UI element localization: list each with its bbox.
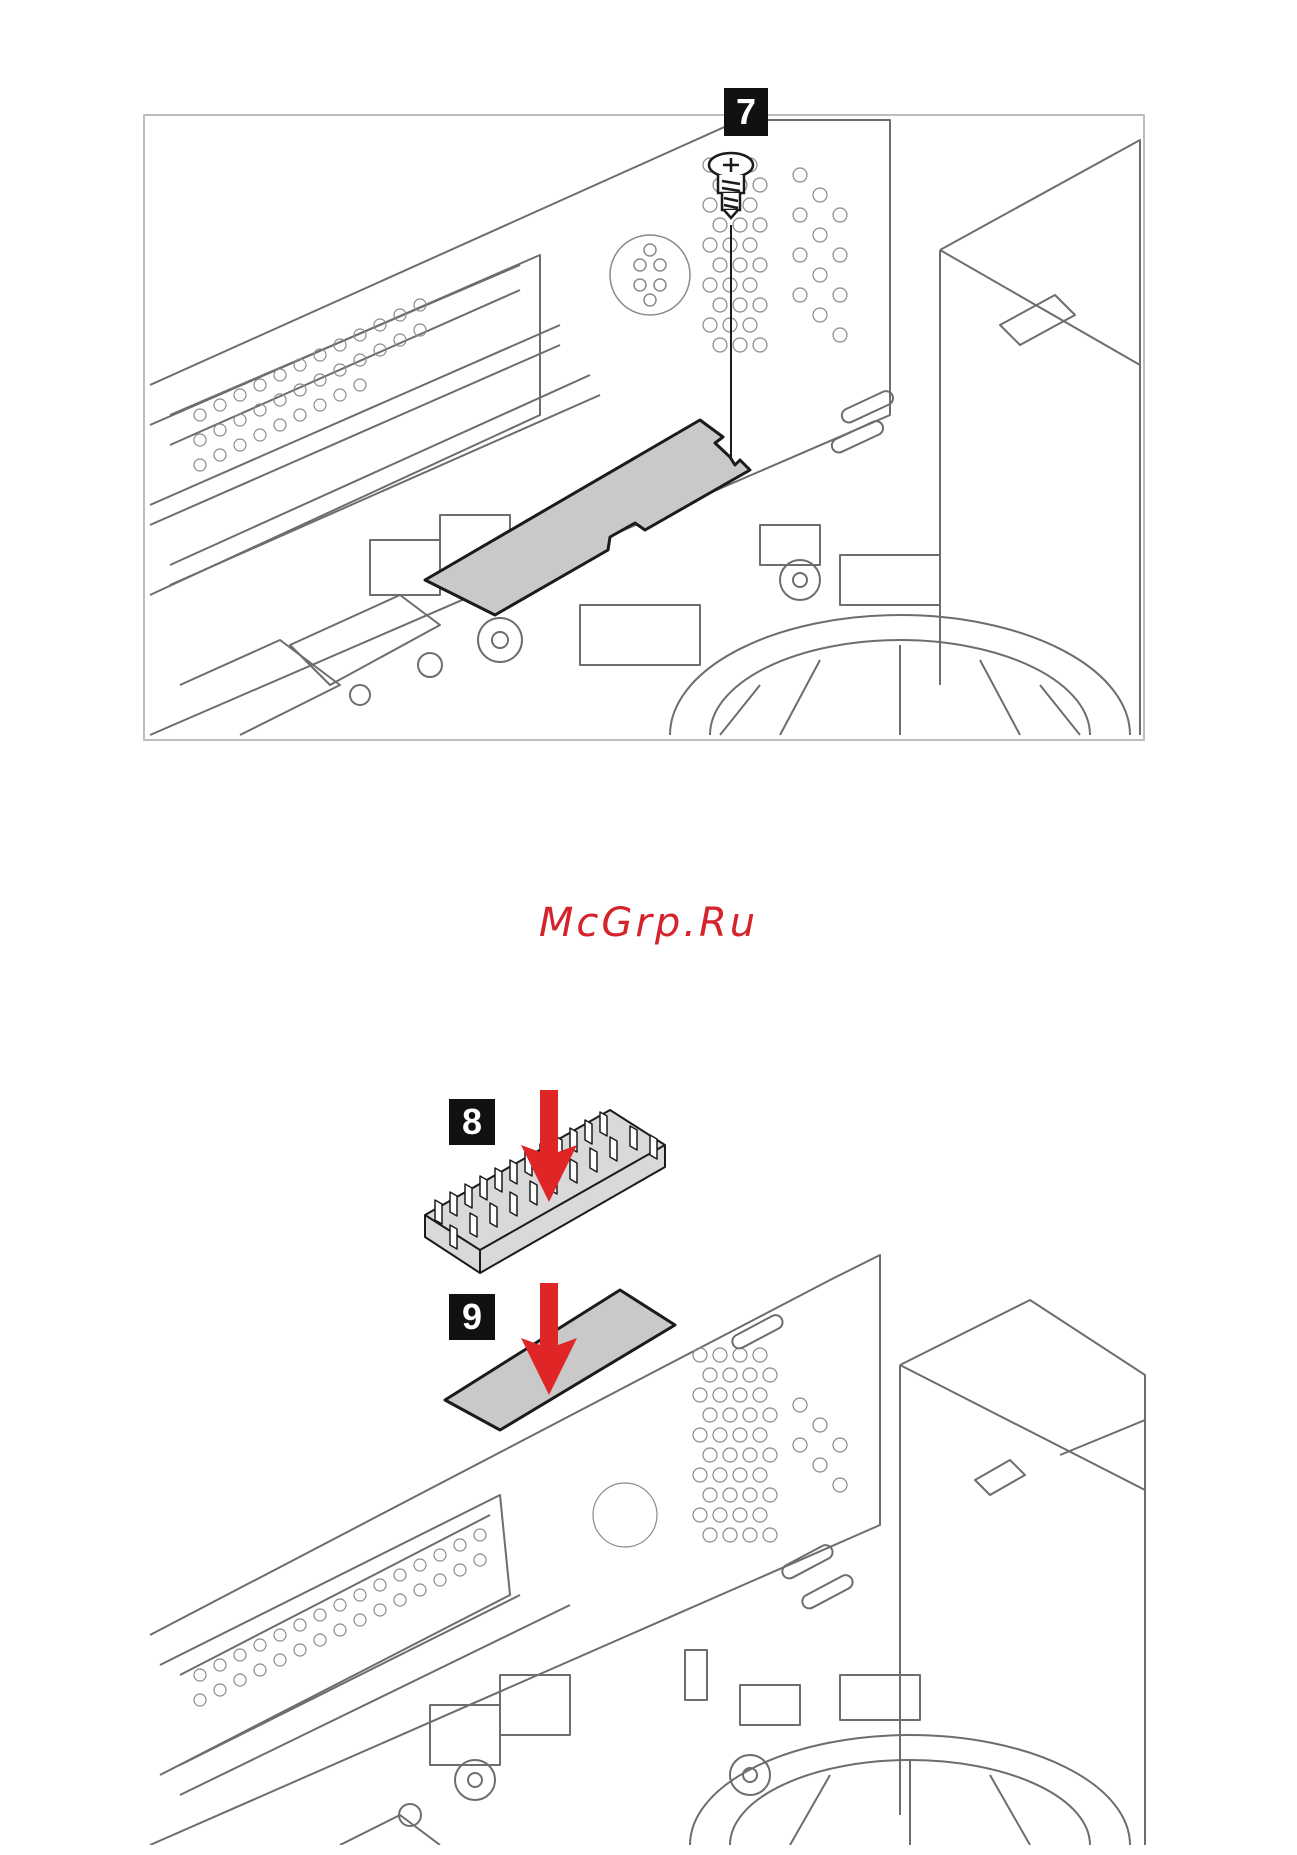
callout-9: 9	[449, 1294, 495, 1340]
m2-ssd	[425, 420, 750, 615]
watermark: McGrp.Ru	[0, 900, 1297, 946]
down-arrow-icon	[515, 1283, 585, 1398]
top-illustration	[140, 85, 1150, 745]
down-arrow-icon	[515, 1090, 585, 1205]
callout-7: 7	[724, 88, 768, 136]
callout-8: 8	[449, 1099, 495, 1145]
